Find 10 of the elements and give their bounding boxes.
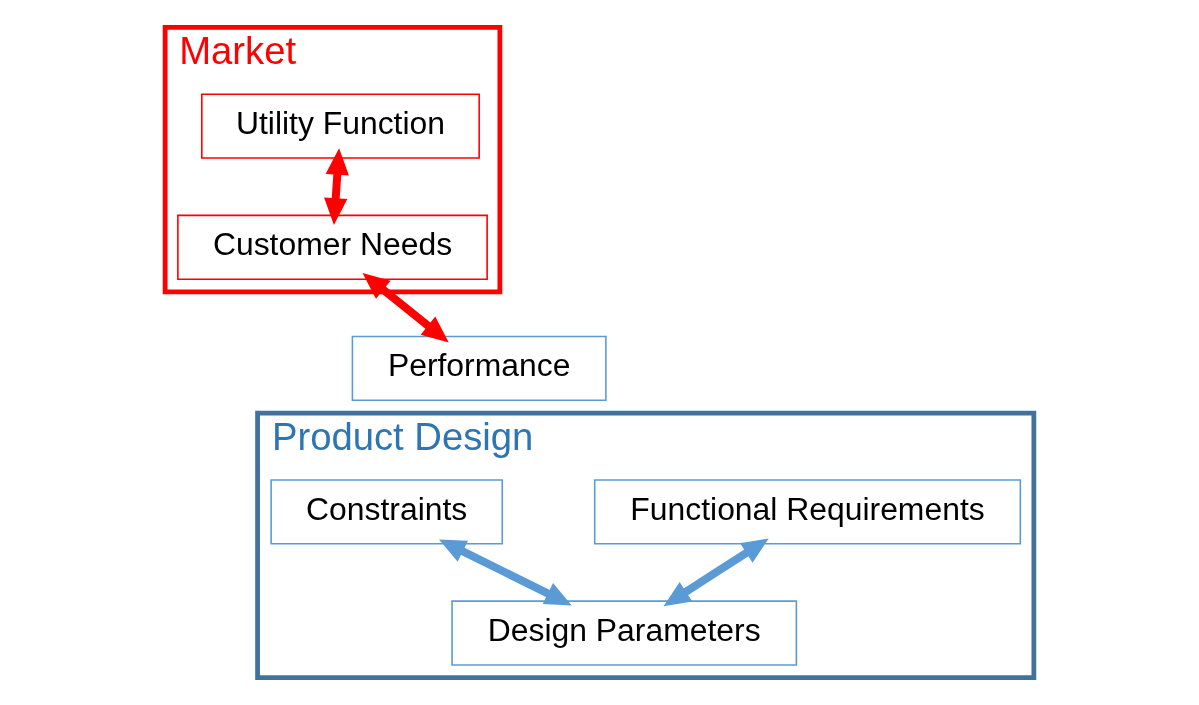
arrow bbox=[663, 538, 769, 607]
node-box: Design Parameters bbox=[451, 600, 798, 666]
node-box: Performance bbox=[351, 335, 607, 402]
node-box: Customer Needs bbox=[177, 214, 488, 280]
node-box: Utility Function bbox=[201, 93, 480, 159]
arrow bbox=[362, 273, 449, 343]
arrow bbox=[438, 539, 572, 606]
node-box: Functional Requirements bbox=[593, 479, 1022, 545]
arrow bbox=[324, 148, 349, 225]
node-box: Constraints bbox=[270, 479, 504, 545]
